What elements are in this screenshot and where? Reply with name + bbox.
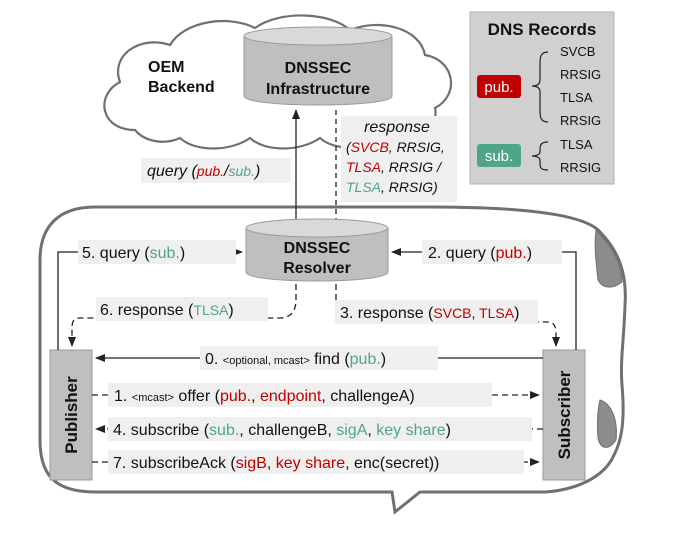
resolver-line2: Resolver xyxy=(283,260,351,277)
pub-badge-label: pub. xyxy=(484,79,513,96)
cloud-response-line3: TLSA, RRSIG) xyxy=(346,179,438,195)
car-outline xyxy=(38,205,627,515)
oem-label-line1: OEM xyxy=(148,59,184,76)
cloud-query-bg xyxy=(141,158,291,183)
step2-label: 2. query (pub.) xyxy=(428,245,532,262)
step0-bg xyxy=(200,346,438,370)
cloud-response-line2: TLSA, RRSIG / xyxy=(346,159,443,175)
cloud-query-label: query (pub./sub.) xyxy=(147,163,260,180)
cloud-response-bg xyxy=(341,116,457,202)
pub-record-1: SVCB xyxy=(560,44,595,59)
step4-label: 4. subscribe (sub., challengeB, sigA, ke… xyxy=(113,422,451,439)
dns-records-title: DNS Records xyxy=(488,20,597,39)
oem-label-line2: Backend xyxy=(148,79,215,96)
pub-record-3: TLSA xyxy=(560,90,593,105)
step3-label: 3. response (SVCB, TLSA) xyxy=(340,305,519,322)
dnssec-resolver-db: DNSSEC Resolver xyxy=(245,218,389,282)
sub-brace xyxy=(531,141,549,171)
step4-bg xyxy=(108,417,532,441)
dnssec-infra-line1: DNSSEC xyxy=(285,60,352,77)
resolver-line1: DNSSEC xyxy=(284,240,351,257)
pub-brace xyxy=(531,51,549,123)
cloud-response-line1: (SVCB, RRSIG, xyxy=(346,139,445,155)
step7-bg xyxy=(108,450,524,474)
dns-records-panel: DNS Records pub. SVCB RRSIG TLSA RRSIG s… xyxy=(469,11,615,185)
subscriber-label: Subscriber xyxy=(555,370,574,459)
step7-label: 7. subscribeAck (sigB, key share, enc(se… xyxy=(113,455,439,472)
step1-label: 1. <mcast> offer (pub., endpoint, challe… xyxy=(114,388,415,405)
pub-badge xyxy=(477,75,521,98)
step6-label: 6. response (TLSA) xyxy=(100,302,234,319)
step2-bg xyxy=(422,240,562,264)
dnssec-infrastructure-db: DNSSEC Infrastructure xyxy=(243,26,393,106)
car-bumper xyxy=(594,228,623,288)
sub-badge xyxy=(477,144,521,167)
sub-record-2: RRSIG xyxy=(560,160,601,175)
pub-record-2: RRSIG xyxy=(560,67,601,82)
publisher-label: Publisher xyxy=(62,376,81,454)
step3-bg xyxy=(335,300,538,324)
pub-record-4: RRSIG xyxy=(560,113,601,128)
step5-bg xyxy=(78,240,236,264)
sub-record-1: TLSA xyxy=(560,137,593,152)
dnssec-infra-line2: Infrastructure xyxy=(266,81,370,98)
step6-bg xyxy=(96,297,268,321)
sub-badge-label: sub. xyxy=(485,148,513,165)
subscriber-box xyxy=(542,349,586,481)
publisher-box xyxy=(49,349,93,481)
cloud-response-title: response xyxy=(364,119,430,136)
step1-bg xyxy=(108,383,492,407)
step5-label: 5. query (sub.) xyxy=(82,245,185,262)
step0-label: 0. <optional, mcast> find (pub.) xyxy=(205,351,386,368)
car-bumper-lower xyxy=(596,399,617,448)
